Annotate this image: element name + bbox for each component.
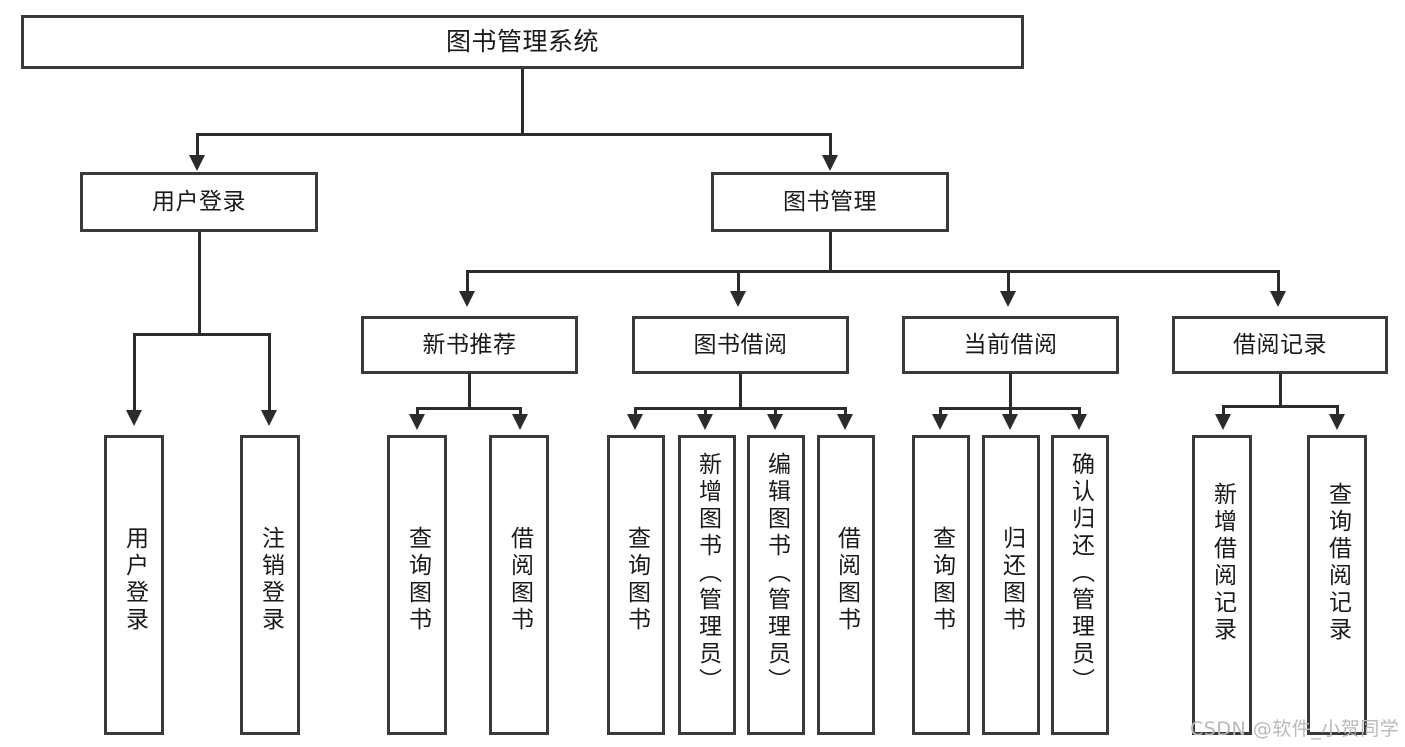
arrowhead-bb-leaf-2 (697, 414, 713, 430)
connector-new-book-rec-stem (468, 374, 471, 409)
connector-borrow-record-stem (1279, 374, 1282, 407)
leaf-br-add-record[interactable]: 新增借阅记录 (1192, 435, 1252, 735)
node-label: 归还图书 (998, 526, 1025, 634)
node-label: 新书推荐 (422, 331, 517, 358)
connector-book-borrow-stem (739, 374, 742, 409)
connector-user-login-stem (198, 232, 201, 335)
leaf-bb-borrow-book[interactable]: 借阅图书 (817, 435, 875, 735)
connector-drop-user-login (196, 133, 199, 159)
arrowhead-cb-leaf-1 (932, 414, 948, 430)
connector-drop-br-leaf-2 (1336, 405, 1339, 417)
arrowhead-current-borrow (1000, 291, 1016, 307)
connector-level3-bus (466, 270, 1280, 273)
arrowhead-nbr-leaf-1 (409, 414, 425, 430)
arrowhead-br-leaf-1 (1215, 414, 1231, 430)
node-root-book-management-system[interactable]: 图书管理系统 (21, 15, 1024, 69)
arrowhead-user-login (189, 155, 205, 171)
connector-drop-cb-leaf-3 (1078, 407, 1081, 417)
node-user-login[interactable]: 用户登录 (80, 172, 318, 232)
node-label: 图书借阅 (693, 331, 788, 358)
node-current-borrow[interactable]: 当前借阅 (902, 316, 1119, 374)
connector-current-borrow-stem (1009, 374, 1012, 409)
leaf-nbr-query-book[interactable]: 查询图书 (387, 435, 447, 735)
node-label: 确认归还（管理员） (1067, 452, 1094, 695)
node-new-book-recommendation[interactable]: 新书推荐 (361, 316, 578, 374)
watermark: CSDN @软件_小贺同学 (1190, 718, 1400, 740)
node-label: 借阅记录 (1233, 331, 1327, 358)
connector-book-borrow-bus (634, 407, 846, 410)
node-label: 借阅图书 (833, 526, 860, 634)
connector-user-login-bus (133, 333, 268, 336)
leaf-cb-return-book[interactable]: 归还图书 (982, 435, 1040, 735)
arrowhead-bb-leaf-3 (767, 414, 783, 430)
arrowhead-new-book-rec (459, 291, 475, 307)
leaf-bb-edit-book-admin[interactable]: 编辑图书（管理员） (747, 435, 805, 735)
connector-new-book-rec-bus (416, 407, 522, 410)
arrowhead-cb-leaf-2 (1002, 414, 1018, 430)
leaf-cb-confirm-return-admin[interactable]: 确认归还（管理员） (1051, 435, 1109, 735)
node-borrow-record[interactable]: 借阅记录 (1172, 316, 1388, 374)
connector-root-bus (196, 133, 832, 136)
connector-drop-cb-leaf-2 (1009, 407, 1012, 417)
arrowhead-bb-leaf-4 (837, 414, 853, 430)
connector-drop-nbr-leaf-1 (416, 407, 419, 417)
node-book-management[interactable]: 图书管理 (711, 172, 949, 232)
leaf-cb-query-book[interactable]: 查询图书 (912, 435, 970, 735)
node-label: 新增图书（管理员） (694, 452, 721, 695)
node-label: 查询图书 (404, 526, 431, 634)
node-label: 借阅图书 (506, 526, 533, 634)
connector-borrow-record-bus (1222, 405, 1338, 408)
connector-drop-borrow-record (1277, 270, 1280, 294)
connector-drop-new-book-rec (466, 270, 469, 294)
node-label: 查询图书 (928, 526, 955, 634)
node-label: 用户登录 (121, 526, 148, 634)
connector-drop-bb-leaf-1 (634, 407, 637, 417)
connector-drop-current-borrow (1007, 270, 1010, 294)
connector-drop-br-leaf-1 (1222, 405, 1225, 417)
arrowhead-book-borrow (730, 291, 746, 307)
arrowhead-borrow-record (1270, 291, 1286, 307)
node-label: 当前借阅 (963, 331, 1058, 358)
connector-drop-leaf-user-login (133, 333, 136, 413)
node-label: 新增借阅记录 (1209, 482, 1236, 644)
arrowhead-bb-leaf-1 (627, 414, 643, 430)
connector-drop-bb-leaf-4 (844, 407, 847, 417)
leaf-bb-add-book-admin[interactable]: 新增图书（管理员） (678, 435, 736, 735)
connector-root-stem (521, 69, 524, 135)
connector-drop-book-management (829, 133, 832, 159)
leaf-br-query-record[interactable]: 查询借阅记录 (1307, 435, 1367, 735)
arrowhead-book-management (822, 155, 838, 171)
connector-drop-book-borrow (737, 270, 740, 294)
leaf-logout[interactable]: 注销登录 (240, 435, 300, 735)
node-book-borrow[interactable]: 图书借阅 (632, 316, 849, 374)
node-label: 注销登录 (257, 526, 284, 634)
node-label: 用户登录 (152, 188, 246, 215)
connector-drop-cb-leaf-1 (939, 407, 942, 417)
node-label: 图书管理 (783, 188, 877, 215)
node-label: 编辑图书（管理员） (763, 452, 790, 695)
connector-drop-bb-leaf-3 (774, 407, 777, 417)
connector-drop-bb-leaf-2 (704, 407, 707, 417)
arrowhead-leaf-logout (261, 410, 277, 426)
node-label: 图书管理系统 (445, 27, 599, 57)
connector-drop-leaf-logout (268, 333, 271, 413)
arrowhead-br-leaf-2 (1329, 414, 1345, 430)
leaf-nbr-borrow-book[interactable]: 借阅图书 (489, 435, 549, 735)
connector-drop-nbr-leaf-2 (519, 407, 522, 417)
arrowhead-cb-leaf-3 (1071, 414, 1087, 430)
arrowhead-leaf-user-login (126, 410, 142, 426)
arrowhead-nbr-leaf-2 (512, 414, 528, 430)
node-label: 查询图书 (623, 526, 650, 634)
leaf-bb-query-book[interactable]: 查询图书 (607, 435, 665, 735)
leaf-user-login[interactable]: 用户登录 (104, 435, 164, 735)
connector-book-management-stem (829, 232, 832, 272)
node-label: 查询借阅记录 (1324, 482, 1351, 644)
